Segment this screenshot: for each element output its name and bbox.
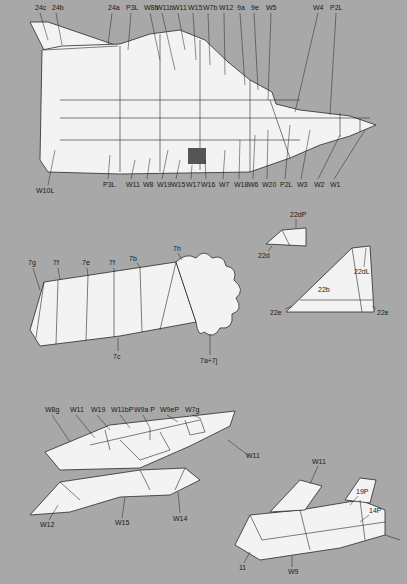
callout-label: W15 (171, 181, 185, 189)
callout-label: W19 (91, 406, 105, 414)
callout-label: 7f (53, 259, 59, 267)
callout-label: W10L (36, 187, 54, 195)
callout-label: W11bP (111, 406, 133, 414)
callout-label: W7b (203, 4, 217, 12)
callout-label: W6 (248, 181, 259, 189)
callout-label: W15 (115, 519, 129, 527)
callout-label: W11 (173, 4, 187, 12)
callout-label: W3 (297, 181, 308, 189)
callout-label: 9e (251, 4, 259, 12)
callout-label: 24a (108, 4, 120, 12)
callout-label: P3L (103, 181, 115, 189)
callout-label: W11 (312, 458, 326, 466)
callout-label: W9a P (134, 406, 155, 414)
callout-label: 22dL (354, 268, 370, 276)
callout-label: W9 (288, 568, 299, 576)
callout-label: 9a (237, 4, 245, 12)
callout-label: P2L (330, 4, 342, 12)
callout-label: P2L (280, 181, 292, 189)
callout-label: W8 (143, 181, 154, 189)
callout-label: 7f (109, 259, 115, 267)
callout-label: W18 (234, 181, 248, 189)
callout-label: 19P (356, 488, 368, 496)
callout-label: 7a+7j (200, 357, 217, 365)
callout-label: W14 (173, 515, 187, 523)
callout-label: W11 (126, 181, 140, 189)
callout-label: W4 (313, 4, 324, 12)
callout-label: W19 (157, 181, 171, 189)
callout-label: W12 (219, 4, 233, 12)
callout-label: W5 (266, 4, 277, 12)
callout-label: 7e (82, 259, 90, 267)
callout-label: 7g (28, 259, 36, 267)
callout-label: W1 (330, 181, 341, 189)
callout-label: W11b (156, 4, 174, 12)
callout-label: 22dP (290, 211, 306, 219)
callout-label: 24b (52, 4, 64, 12)
callout-label: W12 (40, 521, 54, 529)
callout-label: W7g (185, 406, 199, 414)
callout-label: W11 (70, 406, 84, 414)
callout-label: 11 (239, 564, 246, 572)
callout-label: 24c (35, 4, 46, 12)
callout-label: W7 (219, 181, 230, 189)
callout-label: 7b (129, 255, 137, 263)
callout-label: W17 (186, 181, 200, 189)
callout-label: W8g (45, 406, 59, 414)
callout-label: 22e (270, 309, 282, 317)
callout-label: W16 (201, 181, 215, 189)
callout-label: 14P (369, 507, 381, 515)
callout-label: W2 (314, 181, 325, 189)
callout-label: P3L (126, 4, 138, 12)
callout-label: 22d (258, 252, 270, 260)
callout-label: 22e (377, 309, 389, 317)
callout-label: W15 (188, 4, 202, 12)
callout-label: 22b (318, 286, 330, 294)
callout-label: W9eP (160, 406, 179, 414)
callout-label: W11 (246, 452, 260, 460)
callout-label: W20 (262, 181, 276, 189)
callout-label: 7c (113, 353, 120, 361)
callout-label: 7h (173, 245, 181, 253)
